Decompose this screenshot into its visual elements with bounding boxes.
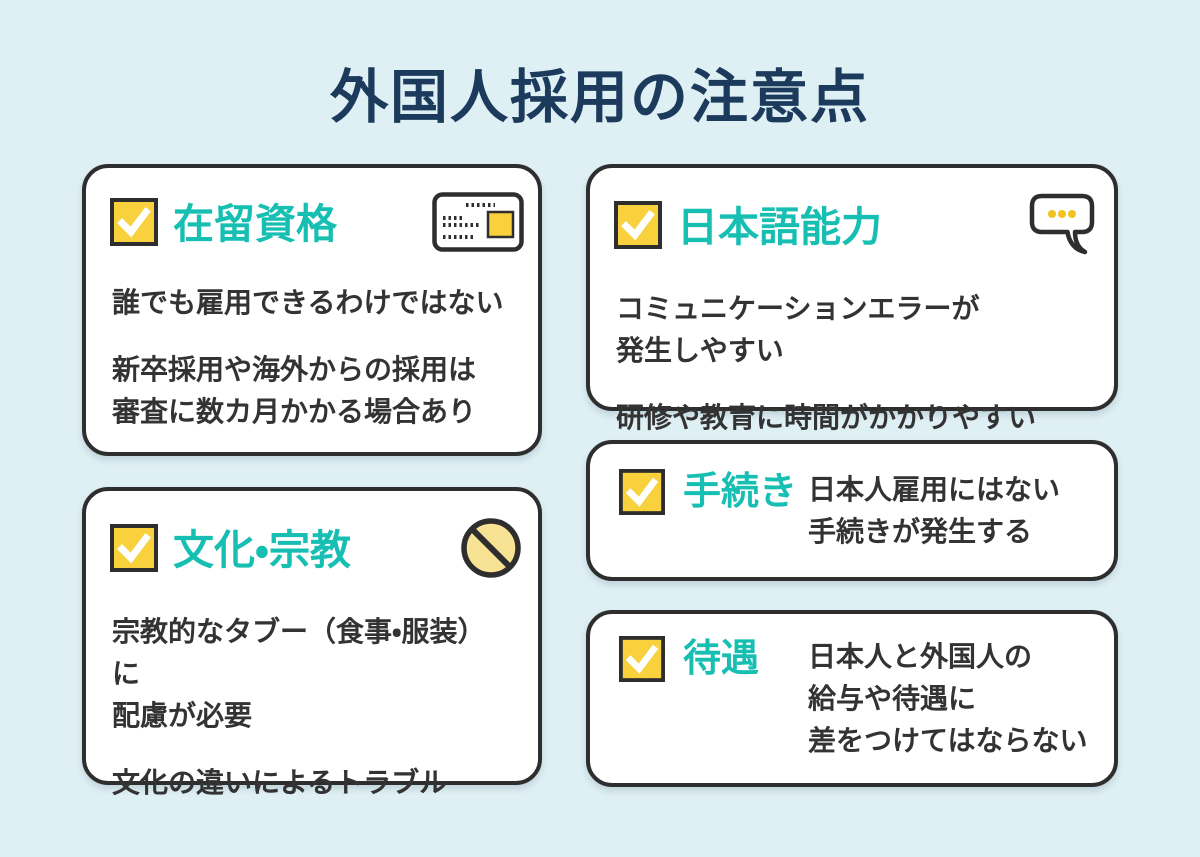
- card-header: 日本語能力: [590, 168, 1114, 263]
- speech-bubble-icon: [1024, 192, 1100, 263]
- card-culture-religion: 文化・宗教 宗教的なタブー（食事・服装）に 配慮が必要 文化の違いによるトラブル: [82, 487, 542, 798]
- card-procedures: 手続き 日本人雇用にはない 手続きが発生する: [586, 440, 1118, 581]
- card-japanese-ability: 日本語能力 コミュニケーションエラーが 発生しやすい 研修や教育に時間がかかりや…: [586, 164, 1118, 433]
- checkbox-checked-icon: [614, 201, 662, 254]
- card-paragraph: 新卒採用や海外からの採用は 審査に数カ月かかる場合あり: [112, 354, 477, 427]
- checkbox-checked-icon: [619, 635, 665, 687]
- card-paragraph: 文化の違いによるトラブル: [112, 767, 448, 798]
- card-heading: 手続き: [683, 470, 798, 513]
- checkbox-checked-icon: [110, 524, 158, 577]
- card-body: コミュニケーションエラーが 発生しやすい 研修や教育に時間がかかりやすい: [590, 288, 1114, 463]
- prohibition-icon: [458, 515, 524, 586]
- checkbox-checked-icon: [110, 198, 158, 251]
- card-header: 文化・宗教: [86, 491, 538, 586]
- card-row: 手続き 日本人雇用にはない 手続きが発生する: [590, 468, 1114, 553]
- card-residence-status: 在留資格 誰でも雇用できるわけではない 新卒採用や海外からの採用は 審査に数カ月…: [82, 164, 542, 456]
- card-heading: 待遇: [683, 637, 760, 680]
- residence-card-icon: [432, 192, 524, 257]
- card-body: 宗教的なタブー（食事・服装）に 配慮が必要 文化の違いによるトラブル: [86, 611, 538, 828]
- checkbox-checked-icon: [619, 468, 665, 520]
- card-side-text: 日本人雇用にはない 手続きが発生する: [808, 473, 1061, 547]
- card-heading: 在留資格: [173, 200, 337, 247]
- card-body: 誰でも雇用できるわけではない 新卒採用や海外からの採用は 審査に数カ月かかる場合…: [86, 282, 538, 457]
- card-side-text: 日本人と外国人の 給与や待遇に 差をつけてはならない: [808, 640, 1088, 756]
- card-heading: 日本語能力: [677, 203, 882, 250]
- card-paragraph: 宗教的なタブー（食事・服装）に 配慮が必要: [112, 616, 486, 731]
- page-title: 外国人採用の注意点: [329, 65, 870, 130]
- card-paragraph: コミュニケーションエラーが 発生しやすい: [616, 293, 980, 366]
- card-paragraph: 誰でも雇用できるわけではない: [112, 287, 504, 318]
- card-header: 在留資格: [86, 168, 538, 257]
- card-row: 待遇 日本人と外国人の 給与や待遇に 差をつけてはならない: [590, 635, 1114, 762]
- card-heading: 文化・宗教: [173, 526, 351, 573]
- card-paragraph: 研修や教育に時間がかかりやすい: [616, 402, 1037, 433]
- card-treatment: 待遇 日本人と外国人の 給与や待遇に 差をつけてはならない: [586, 610, 1118, 787]
